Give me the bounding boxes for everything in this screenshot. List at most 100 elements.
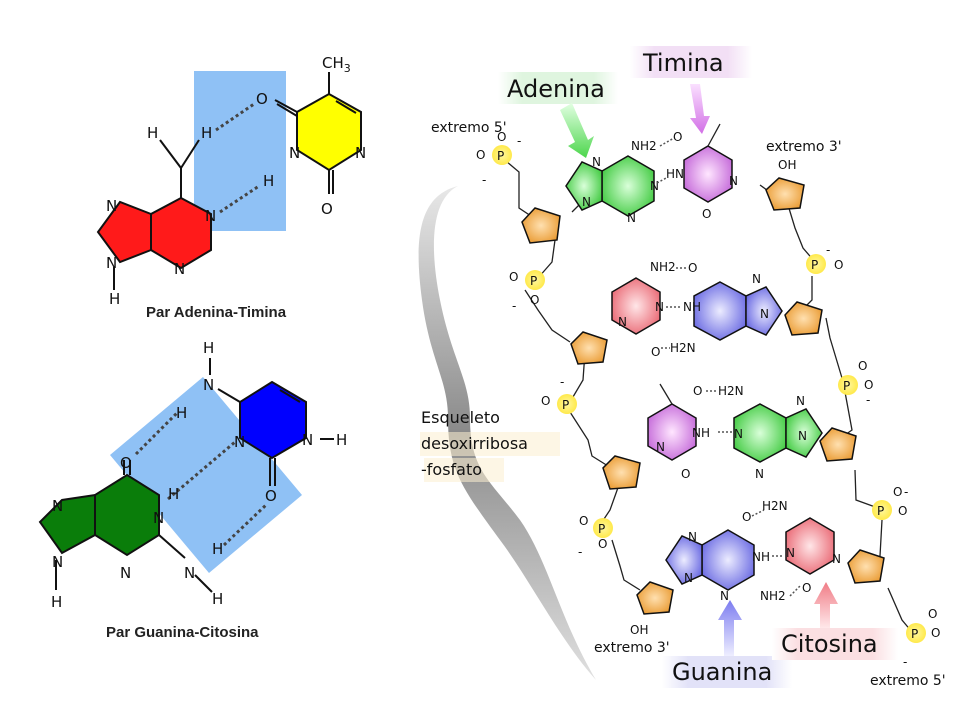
end-5-top: extremo 5' [431, 120, 507, 136]
row1-thymine: O HN N O [656, 123, 738, 221]
svg-text:N: N [832, 552, 841, 566]
backbone-label-2: desoxirribosa [421, 434, 528, 453]
sugar-3 [602, 455, 641, 490]
adenine-h-bottom: H [109, 290, 120, 308]
guanine-h1: H [168, 485, 179, 503]
svg-text:N: N [720, 589, 729, 603]
svg-text:-: - [482, 173, 486, 187]
svg-text:N: N [752, 272, 761, 286]
svg-text:O: O [893, 485, 902, 499]
svg-text:N: N [684, 571, 693, 585]
dna-strand: P P P P P P P P O O - - O O - O - O O - … [418, 46, 946, 689]
thymine-o-top: O [256, 90, 268, 108]
svg-text:O: O [651, 345, 660, 359]
svg-text:O: O [858, 359, 867, 373]
row2-cytosine: N N NH2 O [611, 260, 688, 359]
svg-text:NH: NH [683, 300, 701, 314]
svg-text:H2N: H2N [718, 384, 744, 398]
svg-text:O: O [476, 148, 485, 162]
svg-text:-: - [517, 134, 521, 148]
label-guanina: Guanina [672, 658, 772, 686]
svg-text:O: O [742, 510, 751, 524]
gc-pair-caption: Par Guanina-Citosina [106, 624, 259, 641]
svg-text:NH: NH [692, 426, 710, 440]
svg-text:N: N [655, 300, 664, 314]
cytosine-o: O [265, 487, 277, 505]
svg-text:NH: NH [752, 550, 770, 564]
svg-text:N: N [656, 440, 665, 454]
end-5-bottom: extremo 5' [870, 673, 946, 689]
cytosine-h-top: H [203, 339, 214, 357]
cytosine-n1: N [302, 431, 313, 449]
gc-hbond-box [110, 377, 302, 573]
row3-adenine: H2N N N N N [718, 384, 823, 481]
guanine-n9: N [52, 553, 63, 571]
label-adenina: Adenina [507, 75, 605, 103]
svg-text:N: N [734, 427, 743, 441]
backbone-label-3: -fosfato [421, 460, 482, 479]
svg-text:O: O [702, 207, 711, 221]
row4-cytosine: H2N N N O [762, 499, 841, 595]
svg-text:-: - [904, 485, 908, 499]
svg-text:O: O [541, 394, 550, 408]
svg-text:NH2: NH2 [650, 260, 676, 274]
svg-text:O: O [688, 261, 697, 275]
guanine-h-hb: H [176, 485, 187, 503]
svg-text:N: N [798, 429, 807, 443]
guanine-n1: N [153, 509, 164, 527]
guanine-h-amine: H [212, 590, 223, 608]
svg-text:H2N: H2N [762, 499, 788, 513]
arrow-citosina [814, 582, 838, 628]
phosphate-6: P [838, 375, 858, 395]
cytosine-h-right: H [336, 431, 347, 449]
svg-text:N: N [618, 315, 627, 329]
svg-text:O: O [834, 258, 843, 272]
svg-text:N: N [760, 307, 769, 321]
sugar-5 [765, 177, 805, 211]
svg-text:O: O [509, 270, 518, 284]
svg-text:P: P [877, 504, 884, 518]
svg-text:O: O [497, 130, 506, 144]
cytosine-n3: N [234, 433, 245, 451]
row4-guanine: O NH N N N NH2 [665, 509, 801, 603]
guanine-n3: N [120, 564, 131, 582]
adenine-n9: N [106, 254, 117, 272]
phosphate-7: P [872, 500, 892, 520]
svg-text:NH2: NH2 [631, 139, 657, 153]
svg-text:-: - [578, 545, 582, 559]
adenine-n3: N [174, 260, 185, 278]
label-timina: Timina [642, 49, 724, 77]
end-3-top: extremo 3' [766, 139, 842, 155]
sugar-1 [521, 207, 561, 244]
svg-text:O: O [898, 504, 907, 518]
svg-text:O: O [864, 378, 873, 392]
guanine-ring-5 [38, 493, 96, 555]
adenine-h-left: H [147, 124, 158, 142]
at-pair-caption: Par Adenina-Timina [146, 304, 287, 321]
svg-text:-: - [903, 655, 907, 669]
phosphate-8: P [906, 623, 926, 643]
svg-text:P: P [911, 627, 918, 641]
svg-text:O: O [673, 130, 682, 144]
thymine-h: H [263, 172, 274, 190]
adenine-h-amine: H [201, 124, 212, 142]
svg-text:N: N [755, 467, 764, 481]
phosphate-3: P [557, 394, 577, 414]
cytosine-n-amine: N [203, 376, 214, 394]
svg-text:N: N [796, 394, 805, 408]
svg-text:P: P [497, 149, 504, 163]
adenine-n1: N [205, 207, 216, 225]
svg-text:HN: HN [666, 167, 684, 181]
svg-text:O: O [802, 581, 811, 595]
oh-top: OH [778, 158, 796, 172]
thymine-n1: N [355, 144, 366, 162]
end-3-bottom: extremo 3' [594, 640, 670, 656]
guanine-h2: H [212, 540, 223, 558]
phosphate-4: P [593, 518, 613, 538]
row1-adenine: N N N N NH2 [565, 139, 659, 225]
svg-text:P: P [530, 274, 537, 288]
svg-text:N: N [627, 211, 636, 225]
guanine-n7: N [52, 497, 63, 515]
phosphate-5: P [806, 254, 826, 274]
svg-text:-: - [866, 393, 870, 407]
